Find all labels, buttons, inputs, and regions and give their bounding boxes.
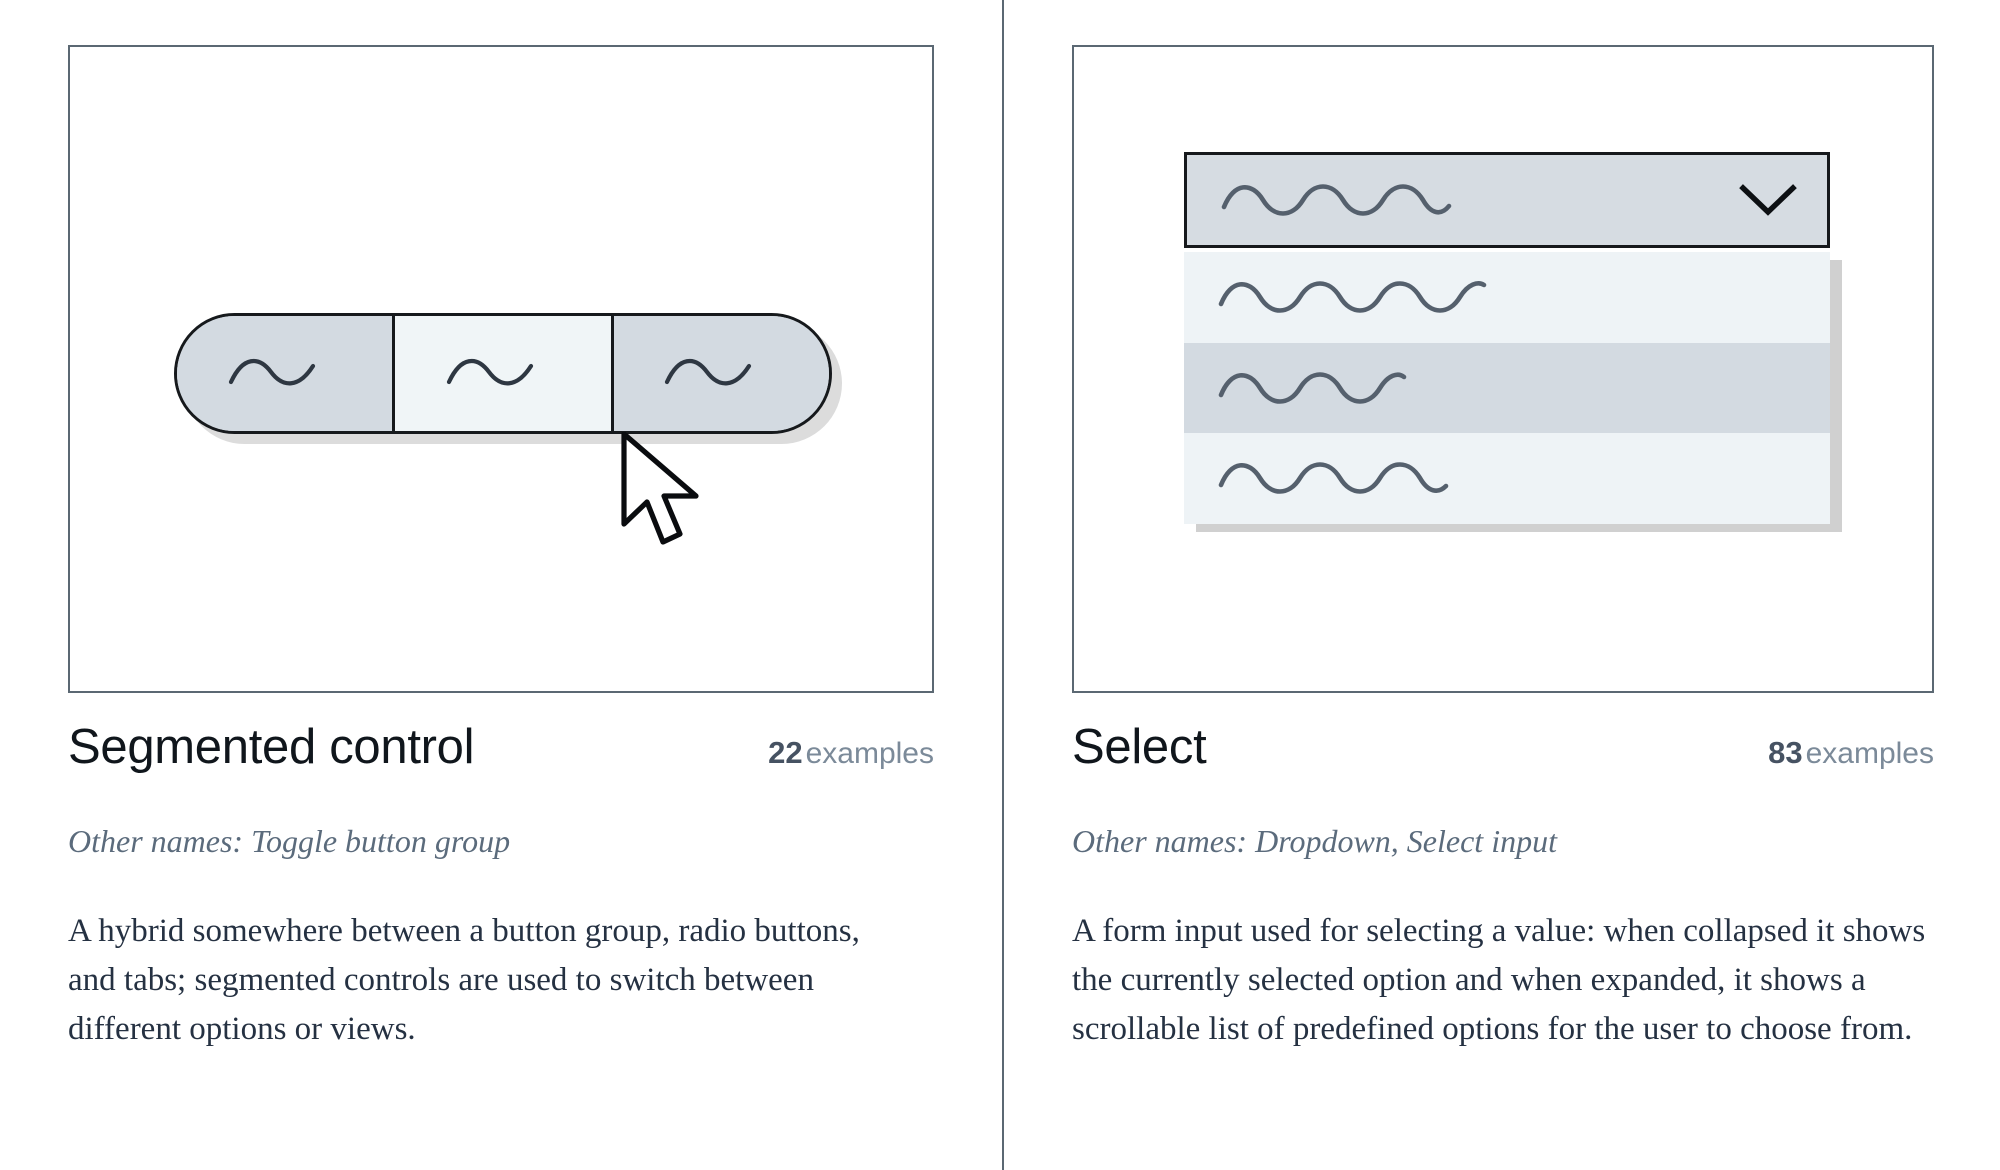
- select-illustration: [1184, 152, 1844, 582]
- chevron-down-icon[interactable]: [1737, 180, 1799, 220]
- squiggle-placeholder-icon: [228, 358, 315, 385]
- examples-count-number: 22: [768, 735, 803, 770]
- examples-count-label: examples: [805, 737, 934, 770]
- page-title-segmented-control: Segmented control: [68, 720, 475, 774]
- select-current-value: [1219, 174, 1737, 226]
- segmented-control-widget[interactable]: [174, 313, 832, 434]
- squiggle-placeholder-icon: [1218, 372, 1407, 404]
- squiggle-placeholder-icon: [1218, 281, 1487, 314]
- squiggle-placeholder-icon: [1218, 462, 1449, 495]
- select-option-1[interactable]: [1184, 252, 1830, 343]
- arrow-cursor-icon: [621, 432, 699, 545]
- page-title-select: Select: [1072, 720, 1207, 774]
- other-names-segmented-control: Other names: Toggle button group: [68, 823, 511, 860]
- examples-count-number: 83: [1768, 735, 1803, 770]
- column-divider: [1002, 0, 1004, 1170]
- select-illustration-frame: [1072, 45, 1934, 693]
- segment-option-3[interactable]: [613, 316, 829, 431]
- squiggle-placeholder-icon: [665, 358, 752, 385]
- examples-count-label: examples: [1805, 737, 1934, 770]
- segmented-control-illustration-frame: [68, 45, 934, 693]
- segment-option-2[interactable]: [395, 316, 614, 431]
- select-option-2[interactable]: [1184, 342, 1830, 434]
- description-select: A form input used for selecting a value:…: [1072, 913, 1926, 1048]
- squiggle-placeholder-icon: [1221, 184, 1452, 216]
- squiggle-placeholder-icon: [446, 358, 534, 385]
- segmented-control-illustration: [174, 313, 842, 444]
- select-options-list[interactable]: [1184, 252, 1830, 524]
- description-segmented-control: A hybrid somewhere between a button grou…: [68, 913, 860, 1048]
- segment-option-1[interactable]: [177, 316, 396, 431]
- select-option-3[interactable]: [1184, 433, 1830, 524]
- other-names-select: Other names: Dropdown, Select input: [1072, 823, 1557, 860]
- select-closed-box[interactable]: [1184, 152, 1830, 248]
